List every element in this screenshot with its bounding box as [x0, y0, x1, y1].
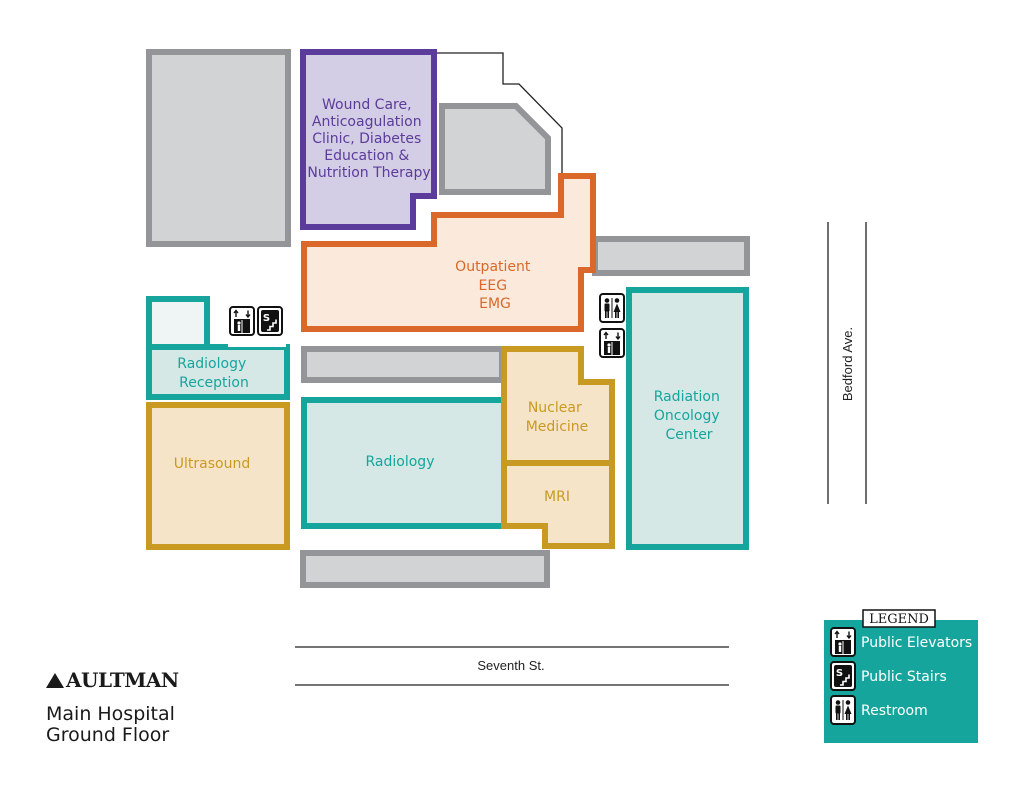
- room-radiation-oncology[interactable]: [626, 287, 749, 550]
- room-label-nuclear-medicine: Nuclear Medicine: [526, 400, 589, 435]
- service-block-north: [439, 103, 551, 195]
- service-block-south-corridor: [300, 550, 550, 588]
- room-label-radiology: Radiology: [366, 454, 435, 470]
- walkway-outline: [437, 52, 563, 176]
- room-label-wound-care: Wound Care, Anticoagulation Clinic, Diab…: [307, 97, 430, 181]
- room-label-radiology-reception: Radiology Reception: [177, 356, 250, 391]
- room-radiology-reception-alcove: [146, 296, 210, 350]
- map-title-line2: Ground Floor: [46, 724, 170, 746]
- stairs-icon: [830, 661, 856, 691]
- room-wound-care[interactable]: [300, 49, 437, 230]
- legend-item-label: Restroom: [861, 703, 928, 719]
- aultman-logo-icon: [46, 673, 64, 688]
- service-block-northwest: [146, 49, 291, 247]
- room-label-outpatient: Outpatient EEG EMG: [455, 259, 535, 312]
- map-title: Main Hospital Ground Floor: [46, 704, 175, 746]
- room-radiology-reception[interactable]: [146, 344, 290, 400]
- restroom-icon[interactable]: [599, 293, 625, 323]
- room-mri[interactable]: [501, 460, 615, 549]
- room-label-mri: MRI: [544, 489, 570, 505]
- elevator-icon[interactable]: [599, 328, 625, 358]
- legend-title-box: [862, 609, 936, 628]
- room-label-radiation-oncology: Radiation Oncology Center: [654, 389, 725, 443]
- elevator-icon[interactable]: [229, 306, 255, 336]
- street-label-bedford: Bedford Ave.: [840, 327, 855, 401]
- map-title-line1: Main Hospital: [46, 703, 175, 725]
- service-block-east-corridor: [592, 236, 750, 276]
- street-label-seventh: Seventh St.: [477, 658, 544, 673]
- brand-logo: AULTMAN: [46, 668, 179, 692]
- service-block-center-corridor: [301, 346, 505, 383]
- brand-name: AULTMAN: [66, 668, 179, 692]
- stairs-icon[interactable]: [257, 306, 283, 336]
- legend-title: LEGEND: [869, 612, 929, 627]
- room-label-ultrasound: Ultrasound: [174, 456, 250, 472]
- room-outpatient-eeg-emg[interactable]: [301, 173, 596, 332]
- legend-item-label: Public Elevators: [861, 635, 972, 651]
- legend-item-label: Public Stairs: [861, 669, 947, 685]
- restroom-icon: [830, 695, 856, 725]
- elevator-icon: [830, 627, 856, 657]
- legend: LEGEND Public Elevators Public Stairs Re…: [824, 609, 978, 743]
- room-radiology[interactable]: [301, 397, 507, 529]
- room-ultrasound[interactable]: [146, 402, 290, 550]
